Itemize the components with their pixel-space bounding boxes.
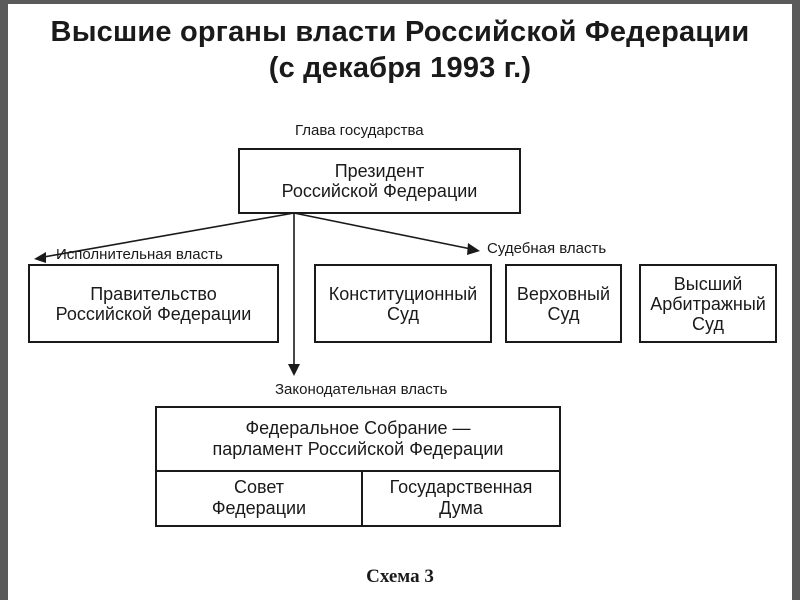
- connector-to-executive: [37, 212, 295, 259]
- connector-to-judicial: [293, 212, 477, 251]
- court-1-line-1: Конституционный: [328, 283, 478, 304]
- title-line-2: (с декабря 1993 г.): [268, 52, 532, 84]
- council-line-2: Федерации: [211, 497, 307, 518]
- court-3-line-1: Высший: [673, 273, 743, 294]
- federal-assembly-header: Федеральное Собрание — парламент Российс…: [157, 408, 559, 472]
- arrowhead-executive: [34, 252, 46, 263]
- president-line-2: Российской Федерации: [281, 181, 478, 201]
- court-3-line-3: Суд: [692, 313, 724, 334]
- title-line-1: Высшие органы власти Российской Федераци…: [50, 16, 750, 48]
- government-box: Правительство Российской Федерации: [28, 264, 279, 343]
- court-3-line-2: Арбитражный: [650, 293, 766, 314]
- arrowhead-legislative: [288, 364, 300, 376]
- frame-right: [792, 0, 800, 600]
- government-line-2: Российской Федерации: [55, 303, 252, 324]
- court-2-line-1: Верховный: [516, 283, 611, 304]
- president-line-1: Президент: [334, 161, 425, 181]
- frame-left: [0, 0, 8, 600]
- head-of-state-label: Глава государства: [295, 122, 424, 139]
- supreme-court-box: Верховный Суд: [505, 264, 622, 343]
- president-box: Президент Российской Федерации: [238, 148, 521, 214]
- court-2-line-2: Суд: [547, 303, 580, 324]
- arbitration-court-box: Высший Арбитражный Суд: [639, 264, 777, 343]
- government-line-1: Правительство: [90, 283, 217, 304]
- page-title: Высшие органы власти Российской Федераци…: [0, 14, 800, 86]
- assembly-line-2: парламент Российской Федерации: [212, 439, 504, 459]
- scheme-caption: Схема 3: [366, 566, 434, 587]
- federal-assembly-box: Федеральное Собрание — парламент Российс…: [155, 406, 561, 527]
- constitutional-court-box: Конституционный Суд: [314, 264, 492, 343]
- assembly-line-1: Федеральное Собрание —: [245, 418, 471, 438]
- arrowhead-judicial: [467, 243, 480, 255]
- duma-line-1: Государственная: [389, 476, 533, 497]
- federation-council-cell: Совет Федерации: [157, 470, 363, 525]
- judicial-label: Судебная власть: [487, 240, 607, 257]
- frame-top: [0, 0, 800, 4]
- council-line-1: Совет: [233, 476, 285, 497]
- legislative-label: Законодательная власть: [275, 381, 448, 398]
- executive-label: Исполнительная власть: [56, 246, 223, 263]
- state-duma-cell: Государственная Дума: [363, 470, 559, 525]
- court-1-line-2: Суд: [387, 303, 419, 324]
- duma-line-2: Дума: [439, 497, 483, 518]
